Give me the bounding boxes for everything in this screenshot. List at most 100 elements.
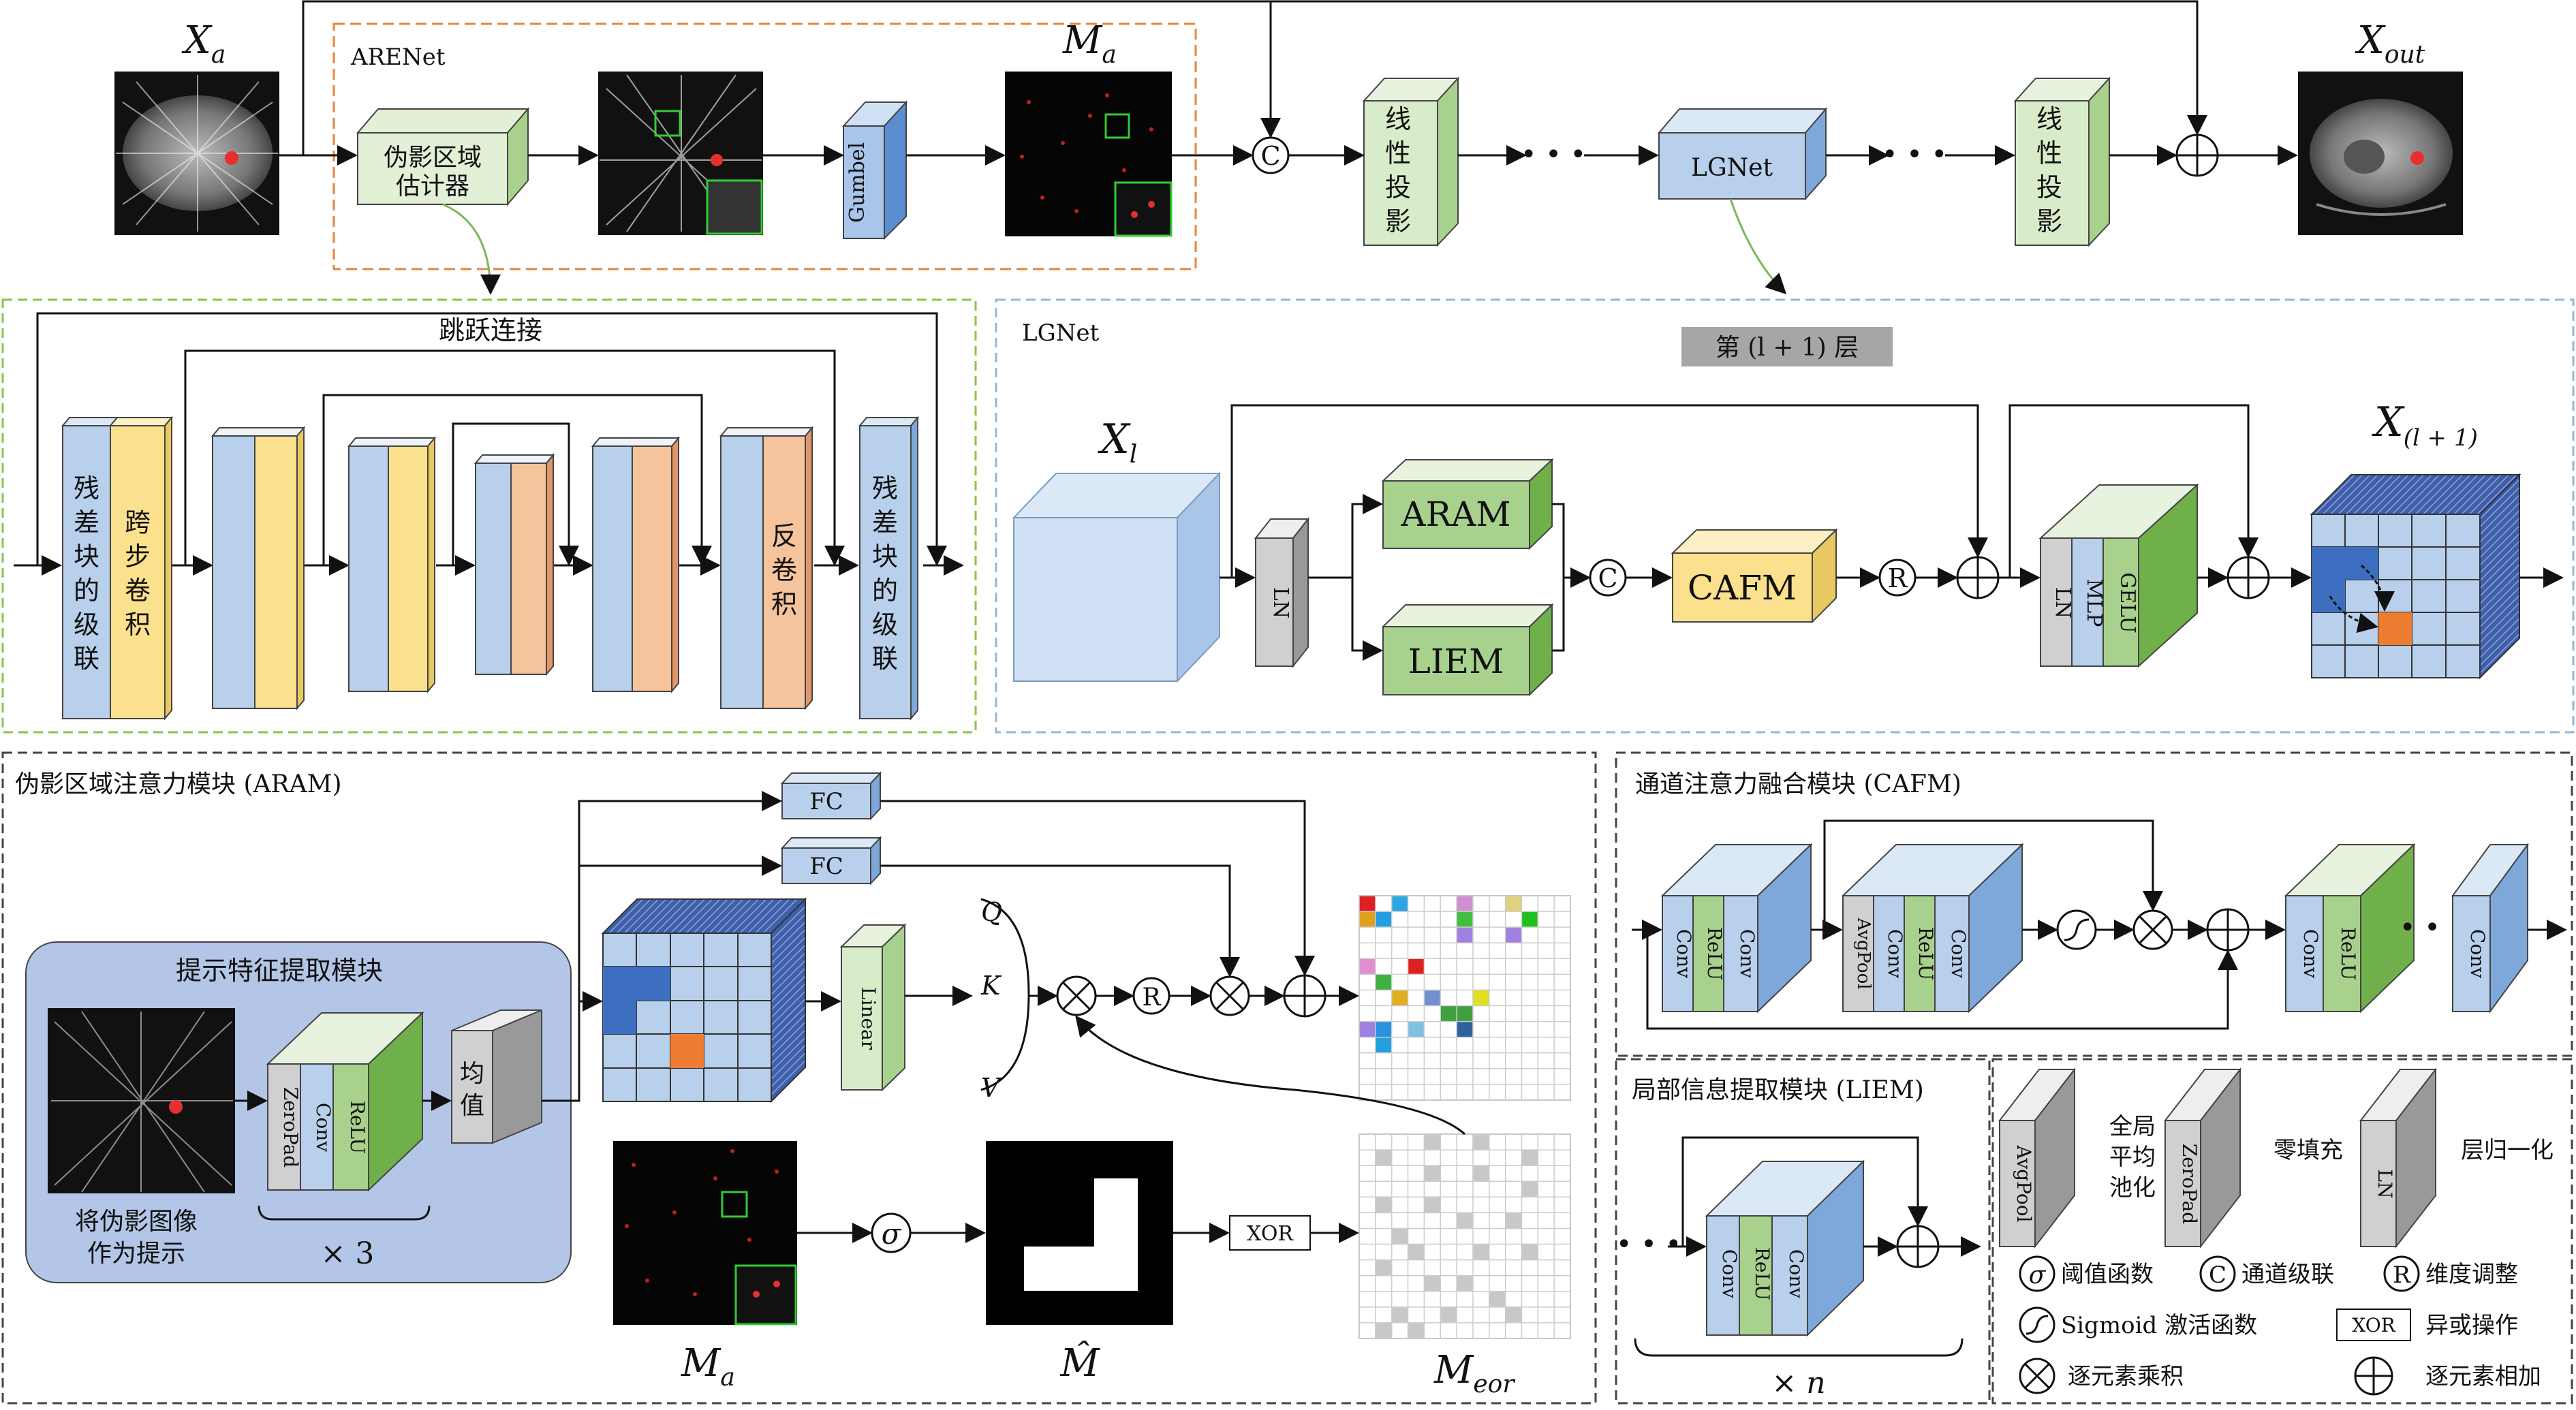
- cafm-arrows: [1632, 819, 2567, 1030]
- grid-cell: [1375, 1197, 1392, 1213]
- grid-cell: [1472, 1244, 1489, 1260]
- svg-text:卷: 卷: [125, 576, 151, 606]
- svg-text:LN: LN: [2374, 1169, 2396, 1198]
- grid-cell: [1359, 958, 1376, 975]
- decoder-block-2: 反 卷 积: [719, 426, 814, 710]
- grid-cell: [1424, 990, 1441, 1006]
- prompt-image: [48, 1008, 235, 1193]
- svg-text:投: 投: [1385, 172, 1411, 202]
- svg-text:Conv: Conv: [2466, 929, 2489, 978]
- liem-detail: 局部信息提取模块 (LIEM) • • • Conv ReLU Conv × n: [1615, 1058, 1991, 1405]
- mult-op-2: [1209, 975, 1250, 1016]
- fc-block-2: FC: [780, 836, 882, 886]
- legend-mult: 逐元素乘积: [2019, 1358, 2184, 1394]
- grid-cell: [1424, 1134, 1441, 1150]
- aram-arrows: [235, 791, 1466, 1243]
- svg-text:MLP: MLP: [2082, 579, 2106, 627]
- legend-xor: XOR 异或操作: [2336, 1309, 2518, 1341]
- liem-dots: • • •: [1616, 1229, 1681, 1260]
- svg-text:Conv: Conv: [1785, 1249, 1807, 1298]
- svg-text:σ: σ: [2029, 1262, 2047, 1289]
- svg-text:C: C: [2209, 1262, 2226, 1289]
- svg-text:C: C: [1260, 141, 1280, 171]
- grid-cell: [1375, 1021, 1392, 1037]
- aram-block: ARAM: [1381, 458, 1554, 550]
- svg-text:R: R: [1142, 984, 1161, 1012]
- cafm-block-4: Conv: [2451, 842, 2529, 1014]
- svg-text:逐元素乘积: 逐元素乘积: [2068, 1363, 2184, 1390]
- ma-label-top: Ma: [1062, 18, 1117, 69]
- grid-cell: [1375, 974, 1392, 990]
- top-row: Xa ARENet 伪影区域 估计器: [114, 0, 2463, 295]
- grid-cell: [1391, 1306, 1408, 1323]
- svg-text:残: 残: [74, 473, 99, 503]
- svg-text:反: 反: [771, 521, 797, 551]
- encoder-block-3: [347, 436, 437, 693]
- svg-text:维度调整: 维度调整: [2425, 1261, 2518, 1288]
- mask-image-bottom: [613, 1141, 797, 1326]
- legend-reshape: R 维度调整: [2383, 1255, 2518, 1292]
- grid-cell: [1505, 896, 1522, 912]
- grid-cell: [1505, 1212, 1522, 1229]
- grid-cell: [1440, 1005, 1457, 1022]
- concat-op-top: C: [1252, 136, 1290, 174]
- svg-text:残: 残: [872, 473, 898, 503]
- aram-grid-cube: [601, 897, 807, 1103]
- grid-cell: [1472, 1165, 1489, 1182]
- grid-cell: [1391, 990, 1408, 1006]
- prompt-caption-1: 将伪影图像: [75, 1208, 198, 1236]
- reshape-op-lgnet: R: [1878, 559, 1917, 597]
- ln-block: LN: [1254, 517, 1310, 668]
- svg-text:LN: LN: [2051, 587, 2075, 618]
- grid-cell: [1472, 1134, 1489, 1150]
- svg-text:Conv: Conv: [1947, 929, 1970, 978]
- residual-cascade-right: 残 差 块 的 级 联: [858, 416, 920, 721]
- threshold-op: σ: [871, 1212, 912, 1253]
- svg-text:平均: 平均: [2109, 1144, 2156, 1171]
- mult-op-cafm: [2132, 909, 2173, 950]
- meor-grid: [1359, 1133, 1571, 1339]
- svg-text:XOR: XOR: [2352, 1314, 2395, 1336]
- svg-text:Conv: Conv: [312, 1103, 335, 1152]
- legend-ln: LN: [2359, 1067, 2438, 1249]
- sigmoid-op: [2056, 909, 2097, 950]
- grid-cell: [1521, 1244, 1538, 1260]
- callout-arrows: [442, 198, 1787, 295]
- estimator-line1: 伪影区域: [384, 144, 482, 172]
- lgnet-detail: LGNet 第 (l + 1) 层 Xl LN ARAM: [995, 298, 2575, 734]
- svg-text:ZeroPad: ZeroPad: [279, 1087, 302, 1168]
- svg-text:块: 块: [872, 542, 898, 571]
- grid-cell: [1521, 911, 1538, 928]
- svg-text:异或操作: 异或操作: [2425, 1312, 2518, 1339]
- k-label: K: [980, 971, 1002, 1001]
- legend-avgpool: AvgPool: [1998, 1067, 2077, 1249]
- add-op-top: [2175, 134, 2219, 177]
- svg-text:Conv: Conv: [1884, 929, 1906, 978]
- legend-sigmoid: Sigmoid 激活函数: [2019, 1306, 2257, 1343]
- svg-text:FC: FC: [809, 853, 843, 880]
- cafm-block-1: Conv ReLU Conv: [1660, 843, 1813, 1014]
- grid-cell: [1457, 1275, 1473, 1291]
- svg-text:Linear: Linear: [857, 987, 880, 1050]
- svg-text:Conv: Conv: [1673, 929, 1695, 978]
- liem-conv-stack: Conv ReLU Conv: [1705, 1159, 1865, 1337]
- grid-cell: [1408, 1244, 1425, 1260]
- svg-text:ReLU: ReLU: [1914, 927, 1937, 980]
- linear-projection-2: 线 性 投 影: [2013, 76, 2111, 247]
- mhat-image: [986, 1141, 1173, 1325]
- svg-text:的: 的: [74, 576, 99, 606]
- output-ct-image: [2298, 72, 2463, 235]
- xl-cube: [1012, 471, 1222, 683]
- grid-cell: [1375, 1037, 1392, 1053]
- grid-cell: [1489, 1291, 1506, 1307]
- svg-text:跨: 跨: [125, 507, 151, 537]
- svg-text:Conv: Conv: [1718, 1249, 1741, 1298]
- svg-text:联: 联: [872, 644, 898, 674]
- decoder-block-3: [591, 436, 681, 693]
- encoder-block-2: [211, 426, 306, 710]
- lgnet-title: LGNet: [1022, 319, 1100, 347]
- arenet-box: [332, 22, 1197, 270]
- grid-cell: [1359, 896, 1376, 912]
- xa-label: Xa: [181, 18, 226, 69]
- svg-text:XOR: XOR: [1247, 1222, 1294, 1246]
